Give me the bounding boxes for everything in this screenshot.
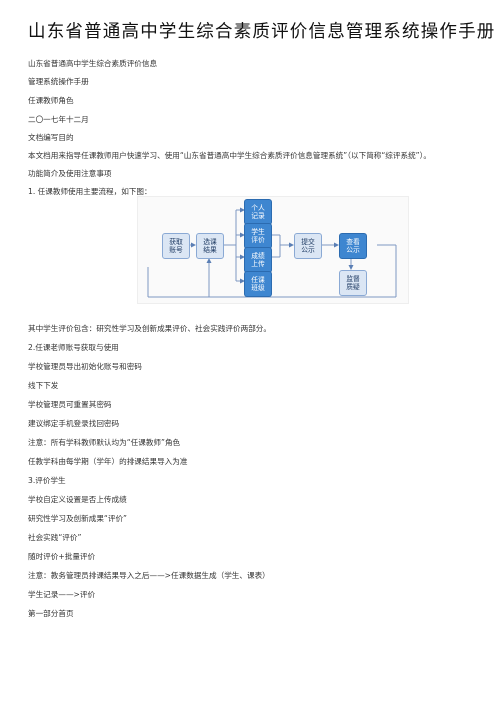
text-line: 山东省普通高中学生综合素质评价信息 — [28, 59, 158, 68]
text-line: 任教学科由每学期（学年）的排课结果导入为准 — [28, 457, 188, 466]
text-line: 功能简介及使用注意事项 — [28, 169, 112, 178]
box-submit-publish: 提交公示 — [294, 233, 322, 259]
box-student-eval: 学生评价 — [244, 223, 272, 249]
text-line: 社会实践“评价” — [28, 533, 82, 542]
box-grade-upload: 成绩上传 — [244, 247, 272, 273]
text-line: 注意：所有学科教师默认均为“任课教师”角色 — [28, 438, 181, 447]
box-supervise: 监督质疑 — [339, 270, 367, 296]
text-line: 学校自定义设置是否上传成绩 — [28, 495, 127, 504]
text-line: 建议绑定手机登录找回密码 — [28, 419, 120, 428]
box-get-account: 获取账号 — [162, 233, 190, 259]
text-line: 学生记录——>评价 — [28, 590, 96, 599]
text-line: 学校管理员可重置其密码 — [28, 400, 112, 409]
box-personal-record: 个人记录 — [244, 199, 272, 225]
text-line: 3.评价学生 — [28, 476, 66, 485]
text-line: 线下下发 — [28, 381, 59, 390]
text-line: 任课教师角色 — [28, 96, 74, 105]
box-class-duty: 任课班级 — [244, 271, 272, 297]
text-line: 二〇一七年十二月 — [28, 115, 89, 124]
workflow-diagram: 获取账号 选课结果 个人记录 学生评价 成绩上传 任课班级 提交公示 查看公示 … — [137, 196, 409, 304]
document-title: 山东省普通高中学生综合素质评价信息管理系统操作手册 — [28, 22, 496, 42]
text-line: 其中学生评价包含：研究性学习及创新成果评价、社会实践评价两部分。 — [28, 324, 271, 333]
box-select-result: 选课结果 — [196, 233, 224, 259]
text-line: 本文档用来指导任课教师用户快速学习、使用“山东省普通高中学生综合素质评价信息管理… — [28, 151, 432, 160]
text-line: 学校管理员导出初始化账号和密码 — [28, 362, 142, 371]
text-line: 随时评价+批量评价 — [28, 552, 96, 561]
workflow-arrows — [147, 207, 397, 298]
text-line: 文档编写目的 — [28, 133, 74, 142]
text-line: 注意：教务管理员排课结果导入之后——>任课数据生成（学生、课表） — [28, 571, 270, 580]
box-view-publish: 查看公示 — [339, 233, 367, 259]
text-line: 2.任课老师账号获取与使用 — [28, 343, 119, 352]
text-line: 研究性学习及创新成果“评价” — [28, 514, 127, 523]
text-line: 第一部分首页 — [28, 609, 74, 618]
text-line: 管理系统操作手册 — [28, 77, 89, 86]
text-line: 1. 任课教师使用主要流程，如下图： — [28, 187, 152, 196]
